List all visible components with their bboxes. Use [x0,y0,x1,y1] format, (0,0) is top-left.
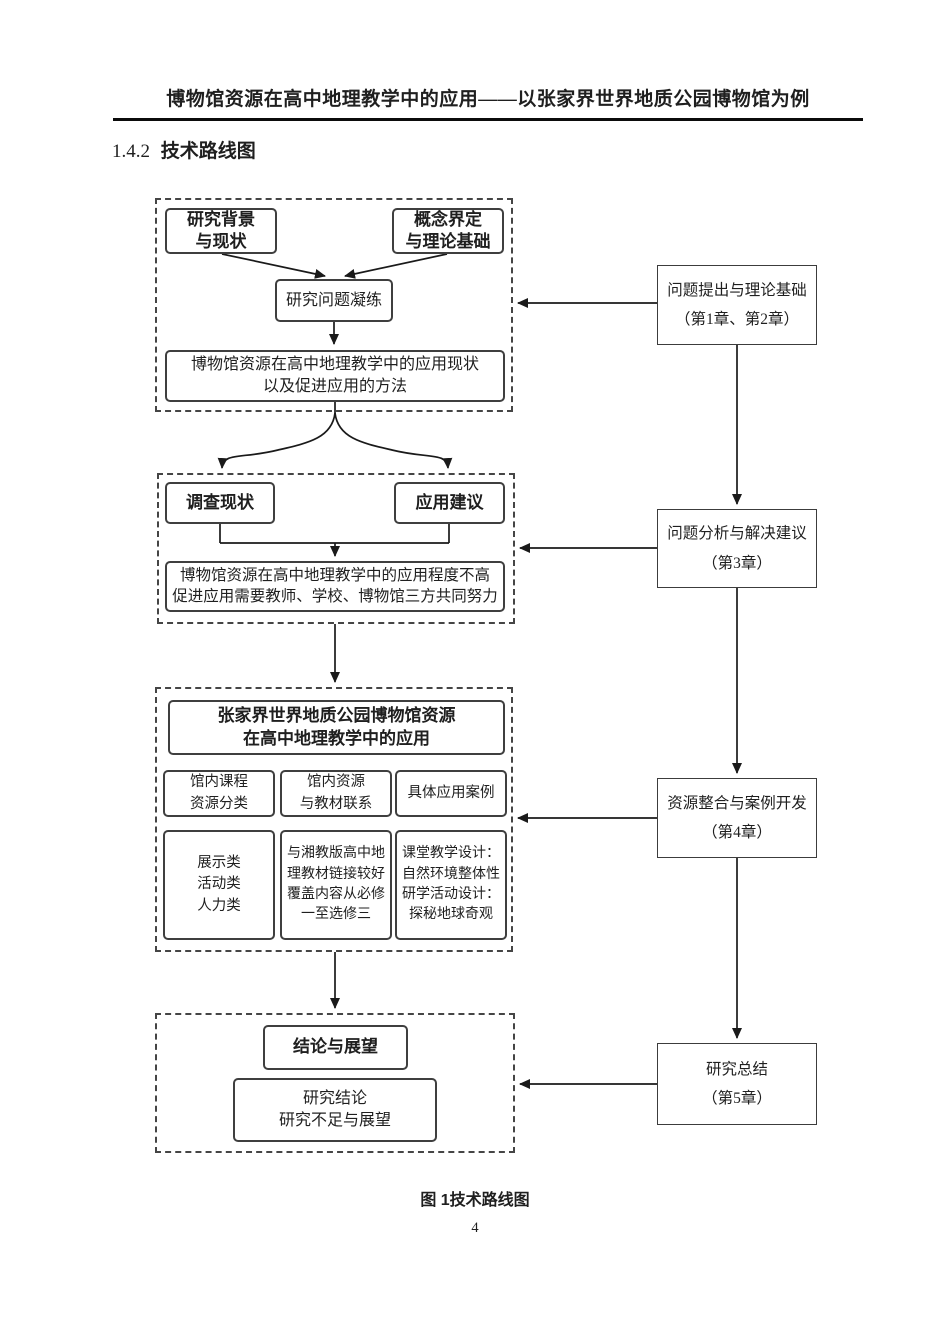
node-concept-theory: 概念界定 与理论基础 [392,208,504,254]
node-stage4-output: 研究结论 研究不足与展望 [233,1078,437,1142]
node-stage1-output: 博物馆资源在高中地理教学中的应用现状 以及促进应用的方法 [165,350,505,402]
chapter-box-4: 资源整合与案例开发 （第4章） [657,778,817,858]
node-application-case: 具体应用案例 [395,770,507,817]
node-stage2-output: 博物馆资源在高中地理教学中的应用程度不高 促进应用需要教师、学校、博物馆三方共同… [165,561,505,612]
page-number: 4 [471,1220,479,1236]
running-header-text: 博物馆资源在高中地理教学中的应用——以张家界世界地质公园博物馆为例 [166,89,810,110]
node-stage3-title: 张家界世界地质公园博物馆资源 在高中地理教学中的应用 [168,700,505,755]
section-number: 1.4.2 [112,141,150,162]
stage1-group [155,198,513,412]
node-resource-types: 展示类 活动类 人力类 [163,830,275,940]
chapter-box-1-2: 问题提出与理论基础 （第1章、第2章） [657,265,817,345]
chapter-box-5: 研究总结 （第5章） [657,1043,817,1125]
stage3-group [155,687,513,952]
node-research-background: 研究背景 与现状 [165,208,277,254]
stage2-group [157,473,515,624]
figure-caption: 图 1技术路线图 [420,1192,530,1209]
node-teaching-design: 课堂教学设计： 自然环境整体性 研学活动设计： 探秘地球奇观 [395,830,507,940]
chapter-box-3: 问题分析与解决建议 （第3章） [657,509,817,588]
stage4-group [155,1013,515,1153]
running-header: 博物馆资源在高中地理教学中的应用——以张家界世界地质公园博物馆为例 [113,84,863,121]
section-title: 技术路线图 [160,141,256,162]
node-course-resource-category: 馆内课程 资源分类 [163,770,275,817]
node-textbook-coverage: 与湘教版高中地 理教材链接较好 覆盖内容从必修 一至选修三 [280,830,392,940]
node-application-advice: 应用建议 [394,482,505,524]
section-heading: 1.4.2 技术路线图 [112,136,256,163]
node-resource-textbook-link: 馆内资源 与教材联系 [280,770,392,817]
node-survey-status: 调查现状 [165,482,275,524]
node-question-refine: 研究问题凝练 [275,279,393,322]
node-conclusion-outlook: 结论与展望 [263,1025,408,1070]
